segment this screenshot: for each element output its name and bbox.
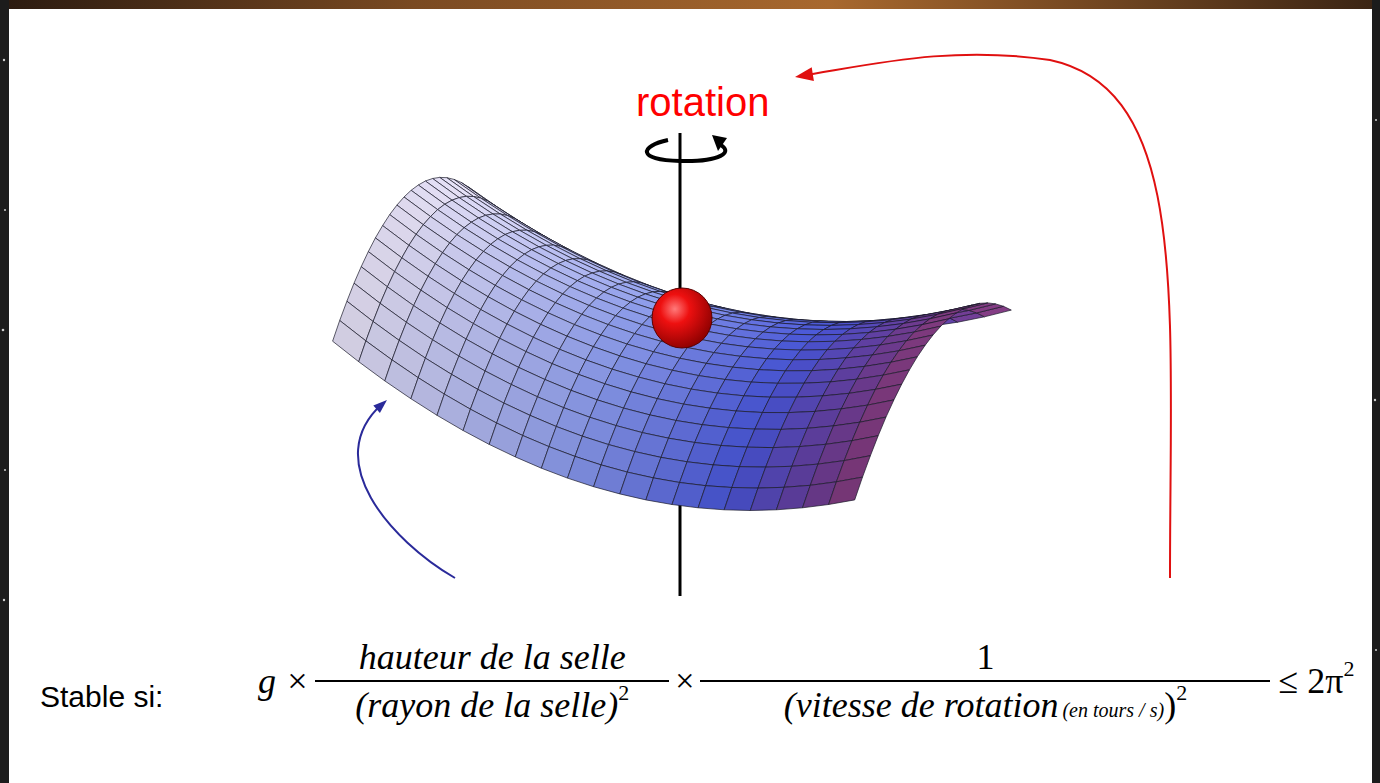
exponent: 2 — [618, 680, 629, 706]
formula-term: g × — [258, 660, 309, 702]
mesh-cell — [829, 477, 863, 504]
red-arrowhead — [795, 67, 814, 81]
right-border — [1372, 0, 1380, 783]
rotation-axis-upper — [679, 133, 682, 300]
formula-operator: × — [675, 662, 694, 700]
numerator: hauteur de la selle — [315, 636, 669, 680]
numerator: 1 — [700, 636, 1270, 680]
top-border — [0, 0, 1380, 9]
inequality: ≤ 2π2 — [1278, 660, 1354, 702]
saddle-surface — [333, 177, 1012, 510]
formula-term: ≤ 2π — [1278, 660, 1343, 702]
denominator: (rayon de la selle)2 — [315, 680, 669, 726]
formula-term: (vitesse de rotation — [784, 684, 1059, 726]
blue-arrow — [358, 404, 455, 578]
formula-term: ) — [1164, 684, 1176, 726]
condition-label: Stable si: — [40, 680, 163, 714]
left-border — [0, 0, 9, 783]
exponent: 2 — [1343, 656, 1354, 682]
denominator: (vitesse de rotation(en tours / s))2 — [700, 680, 1270, 726]
fraction: hauteur de la selle(rayon de la selle)2 — [315, 636, 669, 726]
rotation-label: rotation — [636, 80, 769, 125]
formula: g ×hauteur de la selle(rayon de la selle… — [258, 636, 1354, 726]
blue-arrowhead — [373, 400, 387, 413]
rotation-axis-lower — [679, 495, 682, 596]
red-arrow — [800, 55, 1171, 578]
unit-note: (en tours / s) — [1062, 699, 1164, 722]
mesh-cell — [844, 436, 878, 461]
formula-term: 1 — [976, 636, 994, 678]
rotation-arrowhead — [712, 135, 727, 151]
mesh-cell — [836, 456, 870, 482]
formula-term: (rayon de la selle) — [355, 684, 618, 726]
rotation-symbol — [647, 140, 725, 161]
formula-term: hauteur de la selle — [359, 636, 626, 678]
fraction: 1(vitesse de rotation(en tours / s))2 — [700, 636, 1270, 726]
red-ball — [652, 288, 712, 348]
exponent: 2 — [1176, 680, 1187, 706]
